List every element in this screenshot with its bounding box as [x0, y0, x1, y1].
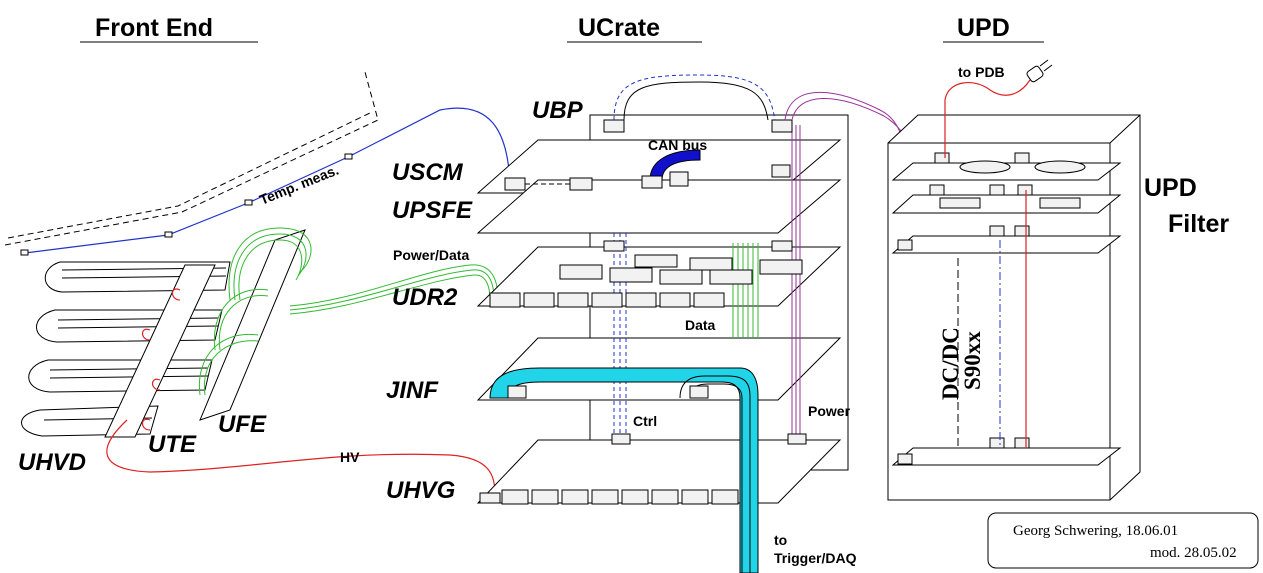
credit-line-1: Georg Schwering, 18.06.01 [1013, 523, 1178, 539]
ubp-top-cable-outline [624, 82, 768, 120]
upd-filter-label-line2: Filter [1168, 210, 1229, 238]
label-ubp: UBP [532, 97, 584, 124]
label-udr2: UDR2 [392, 284, 458, 311]
header-front-end: Front End [95, 14, 213, 42]
hv-label: HV [340, 449, 360, 465]
label-uhvg: UHVG [386, 477, 455, 504]
power-data-label: Power/Data [393, 247, 469, 263]
uscm-connector [670, 172, 688, 186]
power-plug-icon [1026, 60, 1052, 83]
to-pdb-label: to PDB [958, 64, 1005, 80]
temp-sensor [345, 154, 352, 159]
label-jinf: JINF [386, 377, 439, 404]
ctrl-label: Ctrl [633, 413, 657, 429]
to-trigger-label-line1: to [774, 532, 787, 548]
ubp-connector [772, 120, 792, 132]
header-ucrate: UCrate [578, 14, 660, 42]
header-upd: UPD [957, 14, 1010, 42]
label-uscm: USCM [392, 159, 464, 186]
upd-filter-label-line1: UPD [1144, 174, 1197, 202]
credit-line-2: mod. 28.05.02 [1150, 545, 1237, 561]
s90xx-label: S90xx [960, 331, 985, 390]
label-upsfe: UPSFE [392, 197, 473, 224]
temp-sensor [165, 232, 172, 237]
uscm-connector [772, 165, 790, 177]
uscm-connector [505, 178, 525, 190]
upd-box [888, 115, 1140, 500]
uscm-chip [570, 178, 592, 190]
ubp-connector [604, 120, 624, 132]
label-ufe: UFE [218, 411, 267, 438]
data-label: Data [685, 317, 716, 333]
temp-sensor [21, 250, 28, 255]
label-uhvd: UHVD [18, 449, 86, 476]
label-ute: UTE [148, 431, 197, 458]
detector-boundary [5, 72, 378, 245]
to-trigger-label-line2: Trigger/DAQ [774, 550, 857, 566]
uscm-connector [642, 176, 662, 188]
temp-sensor [245, 200, 252, 205]
temp-meas-label: Temp. meas. [257, 162, 341, 208]
power-label: Power [808, 403, 851, 419]
can-bus-label: CAN bus [648, 137, 707, 153]
